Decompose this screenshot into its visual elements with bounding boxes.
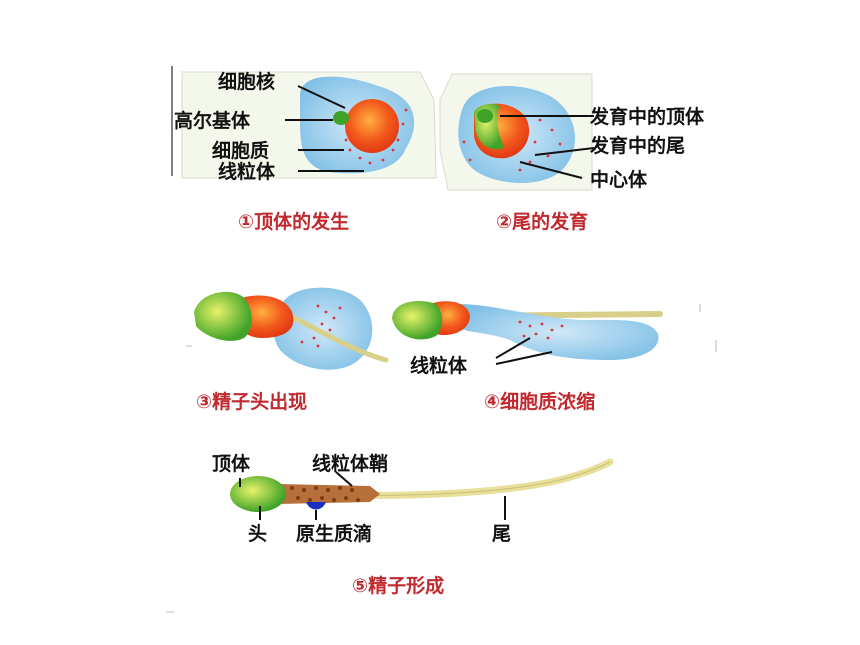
leader-centriole bbox=[519, 161, 583, 179]
leader-nucleus bbox=[297, 85, 346, 109]
leader-mito-4a bbox=[495, 337, 531, 359]
scan-artifacts bbox=[166, 304, 717, 613]
label-nucleus: 细胞核 bbox=[218, 70, 275, 93]
label-mitochondria-4: 线粒体 bbox=[410, 354, 468, 377]
label-cytoplasm: 细胞质 bbox=[212, 139, 269, 162]
label-tail-5: 尾 bbox=[492, 523, 511, 545]
caption-stage2: ②尾的发育 bbox=[496, 210, 588, 233]
label-developing-acrosome: 发育中的顶体 bbox=[589, 105, 705, 128]
label-developing-tail: 发育中的尾 bbox=[589, 134, 685, 157]
stage5-sperm bbox=[230, 458, 614, 512]
leader-sheath bbox=[335, 471, 353, 487]
stage4-mito-dots bbox=[518, 320, 564, 340]
stage1-mito-dots bbox=[344, 108, 408, 165]
caption-stage1: ①顶体的发生 bbox=[238, 210, 349, 233]
stage3-mito-dots bbox=[300, 304, 342, 348]
stage2-mito-dots bbox=[462, 118, 562, 172]
label-head: 头 bbox=[248, 523, 267, 545]
stage5-droplet bbox=[306, 502, 326, 510]
stage4-cell bbox=[392, 300, 663, 360]
label-acrosome-5: 顶体 bbox=[212, 452, 251, 475]
label-mito-sheath: 线粒体鞘 bbox=[312, 452, 388, 475]
leader-mito-4b bbox=[495, 351, 553, 365]
stage1-nucleus bbox=[345, 99, 399, 153]
stage1-golgi bbox=[333, 111, 349, 125]
label-cytoplasmic-droplet: 原生质滴 bbox=[296, 522, 372, 545]
stage2-cell bbox=[439, 73, 593, 191]
label-centriole: 中心体 bbox=[590, 168, 648, 191]
leader-tail-2 bbox=[534, 147, 595, 156]
caption-stage4: ④细胞质浓缩 bbox=[484, 390, 595, 413]
label-mitochondria-1: 线粒体 bbox=[218, 160, 276, 183]
caption-stage3: ③精子头出现 bbox=[196, 390, 307, 413]
stage3-cell bbox=[194, 287, 389, 370]
caption-stage5: ⑤精子形成 bbox=[352, 574, 444, 597]
label-golgi: 高尔基体 bbox=[174, 109, 251, 132]
